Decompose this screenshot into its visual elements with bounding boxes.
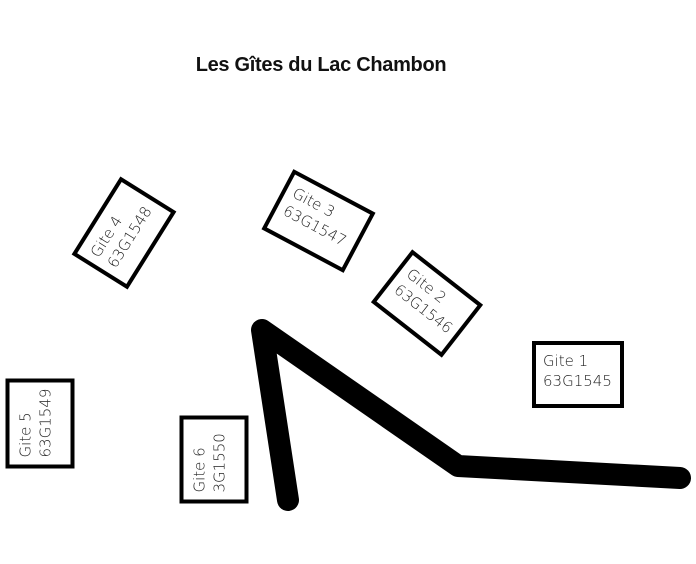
gite-6-box[interactable]: Gite 6 3G1550	[179, 415, 249, 504]
gite-5-name: Gite 5	[16, 412, 35, 458]
gite-5-code: 63G1549	[36, 388, 55, 458]
gite-6-code: 3G1550	[210, 433, 229, 493]
gite-1-box[interactable]: Gite 1 63G1545	[532, 341, 624, 408]
gite-5-box[interactable]: Gite 5 63G1549	[5, 378, 75, 469]
gite-6-name: Gite 6	[190, 447, 209, 493]
road-path	[251, 319, 691, 511]
map-title: Les Gîtes du Lac Chambon	[195, 54, 447, 76]
gite-1-name: Gite 1	[543, 352, 589, 370]
gite-1-code: 63G1545	[543, 372, 612, 390]
